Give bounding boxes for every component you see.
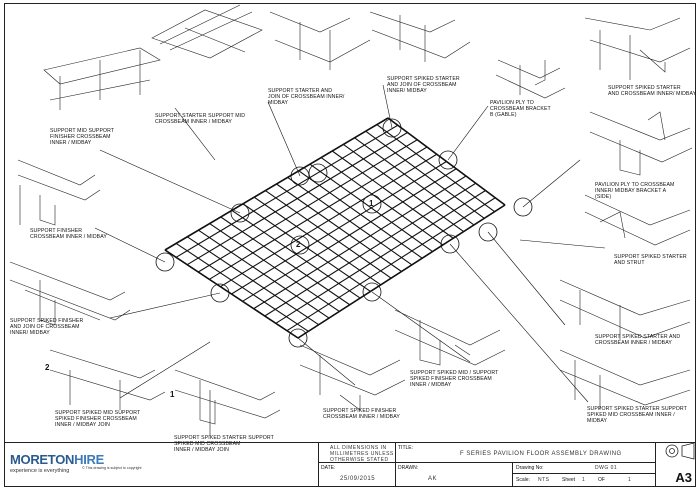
drawing-sheet	[4, 3, 696, 487]
leader-lines	[94, 84, 606, 436]
title-label: TITLE:	[398, 445, 414, 451]
marker-2-center: 2	[296, 240, 301, 249]
divider	[395, 442, 396, 487]
divider	[318, 442, 319, 487]
callout-spiked-finisher-crossbeam: SUPPORT SPIKED FINISHER CROSSBEAM INNER …	[323, 408, 400, 420]
company-logo: MORETONHIRE experience is everything	[10, 452, 104, 474]
of-value: 1	[628, 477, 632, 483]
sheet-value: 1	[582, 477, 586, 483]
callout-spiked-starter-crossbeam: SUPPORT SPIKED STARTER AND CROSSBEAM INN…	[608, 85, 697, 97]
drawing-no-value: DWG 01	[595, 465, 618, 471]
callout-spiked-starter-mid: SUPPORT SPIKED STARTER SUPPORT SPIKED MI…	[587, 406, 687, 424]
callout-spiked-starter-strut: SUPPORT SPIKED STARTER AND STRUT	[614, 254, 687, 266]
callout-ply-bracket-b: PAVILION PLY TO CROSSBEAM BRACKET B (GAB…	[490, 100, 551, 118]
scale-label: Scale:	[516, 477, 530, 483]
marker-2-left: 2	[45, 363, 50, 372]
detail-views	[9, 4, 693, 425]
detail-circles	[155, 118, 533, 348]
callout-spiked-starter-crossbeam-2: SUPPORT SPIKED STARTER AND CROSSBEAM INN…	[595, 334, 681, 346]
title-value: F SERIES PAVILION FLOOR ASSEMBLY DRAWING	[460, 451, 622, 457]
callout-spiked-starter-join: SUPPORT SPIKED STARTER AND JOIN OF CROSS…	[387, 76, 460, 94]
logo-brand-left: MORETON	[10, 452, 75, 467]
scale-value: NTS	[538, 477, 550, 483]
copyright-note: © This drawing is subject to copyright	[82, 466, 142, 470]
callout-spiked-mid-finisher-join: SUPPORT SPIKED MID SUPPORT SPIKED FINISH…	[55, 410, 141, 428]
callout-mid-finisher: SUPPORT MID SUPPORT FINISHER CROSSBEAM I…	[50, 128, 115, 146]
drawn-label: DRAWN:	[398, 465, 419, 471]
logo-tagline: experience is everything	[10, 468, 70, 474]
callout-starter-join: SUPPORT STARTER AND JOIN OF CROSSBEAM IN…	[268, 88, 345, 106]
of-label: OF	[598, 477, 605, 483]
marker-1-top: 1	[369, 199, 374, 208]
divider	[655, 442, 656, 487]
sheet-label: Sheet	[562, 477, 576, 483]
drawn-value: AK	[428, 476, 438, 482]
notes-label: ALL DIMENSIONS IN MILLIMETRES UNLESS OTH…	[330, 445, 394, 463]
floor-grid	[164, 117, 506, 339]
callout-ply-bracket-a: PAVILION PLY TO CROSSBEAM INNER/ MIDBAY …	[595, 182, 675, 200]
callout-finisher-crossbeam: SUPPORT FINISHER CROSSBEAM INNER / MIDBA…	[30, 228, 107, 240]
title-block	[4, 442, 696, 487]
divider	[512, 473, 655, 474]
date-value: 25/09/2015	[340, 476, 376, 482]
callout-spiked-finisher-join: SUPPORT SPIKED FINISHER AND JOIN OF CROS…	[10, 318, 84, 336]
drawing-no-label: Drawing No:	[516, 465, 544, 471]
paper-size: A3	[675, 470, 692, 485]
callout-spiked-mid-finisher: SUPPORT SPIKED MID / SUPPORT SPIKED FINI…	[410, 370, 499, 388]
divider	[318, 462, 655, 463]
marker-1-bottom: 1	[170, 390, 175, 399]
divider	[512, 462, 513, 487]
date-label: DATE:	[321, 465, 336, 471]
callout-starter-mid: SUPPORT STARTER SUPPORT MID CROSSBEAM IN…	[155, 113, 246, 125]
logo-brand-right: HIRE	[74, 452, 104, 467]
callout-spiked-starter-mid-join: SUPPORT SPIKED STARTER SUPPORT SPIKED MI…	[174, 435, 274, 453]
